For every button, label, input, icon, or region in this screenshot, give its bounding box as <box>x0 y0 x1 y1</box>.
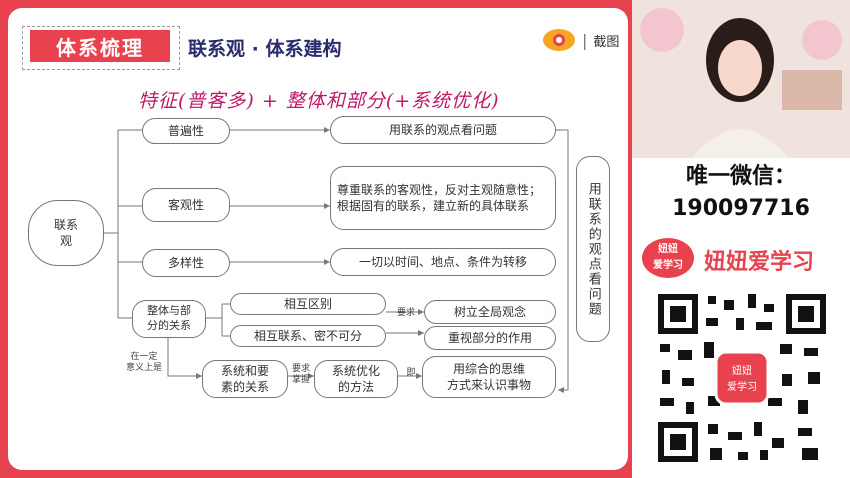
result-objectivity: 尊重联系的客观性，反对主观随意性；根据固有的联系，建立新的具体联系 <box>330 166 556 230</box>
qr-badge-line1: 妞妞 <box>732 364 752 377</box>
brand-name: 妞妞爱学习 <box>704 244 814 276</box>
global-view: 树立全局观念 <box>424 300 556 324</box>
qr-code-icon[interactable]: 妞妞 爱学习 <box>652 288 832 468</box>
requirement-label: 要求 <box>392 308 420 319</box>
result-universality: 用联系的观点看问题 <box>330 116 556 144</box>
sidebar-panel: 唯一微信： 190097716 妞妞 爱学习 妞妞爱学习 妞妞 爱学习 <box>632 0 850 478</box>
brand-badge: 妞妞 爱学习 <box>642 238 694 278</box>
whole-part-difference: 相互区别 <box>230 293 386 315</box>
brand-badge-line2: 爱学习 <box>642 258 694 274</box>
branch-whole-part: 整体与部 分的关系 <box>132 300 206 338</box>
result-diversity: 一切以时间、地点、条件为转移 <box>330 248 556 276</box>
teacher-video-image <box>632 0 850 158</box>
brand-badge-line1: 妞妞 <box>642 242 694 258</box>
requirement-master-label: 要求 掌握 <box>286 364 316 386</box>
root-node: 联系 观 <box>28 200 104 266</box>
qr-badge-line2: 爱学习 <box>727 380 757 393</box>
value-parts: 重视部分的作用 <box>424 326 556 350</box>
branch-objectivity: 客观性 <box>142 188 230 222</box>
teacher-video <box>632 0 850 158</box>
wechat-number: 190097716 <box>632 196 850 221</box>
branch-diversity: 多样性 <box>142 249 230 277</box>
slide-board: 体系梳理 联系观 · 体系建构 | 截图 特征(普客多) + 整体和部分(+系统… <box>8 8 628 470</box>
certain-sense-label: 在一定 意义上是 <box>120 352 168 374</box>
system-optimization: 系统优化 的方法 <box>314 360 398 398</box>
system-elements: 系统和要 素的关系 <box>202 360 288 398</box>
namely-label: 即 <box>404 368 418 379</box>
side-summary: 用联系的观点看问题 <box>576 156 610 342</box>
branch-universality: 普遍性 <box>142 118 230 144</box>
wechat-label: 唯一微信： <box>632 158 850 190</box>
slide-frame: 体系梳理 联系观 · 体系建构 | 截图 特征(普客多) + 整体和部分(+系统… <box>0 0 632 478</box>
comprehensive-thinking: 用综合的思维 方式来认识事物 <box>422 356 556 398</box>
whole-part-connection: 相互联系、密不可分 <box>230 325 386 347</box>
